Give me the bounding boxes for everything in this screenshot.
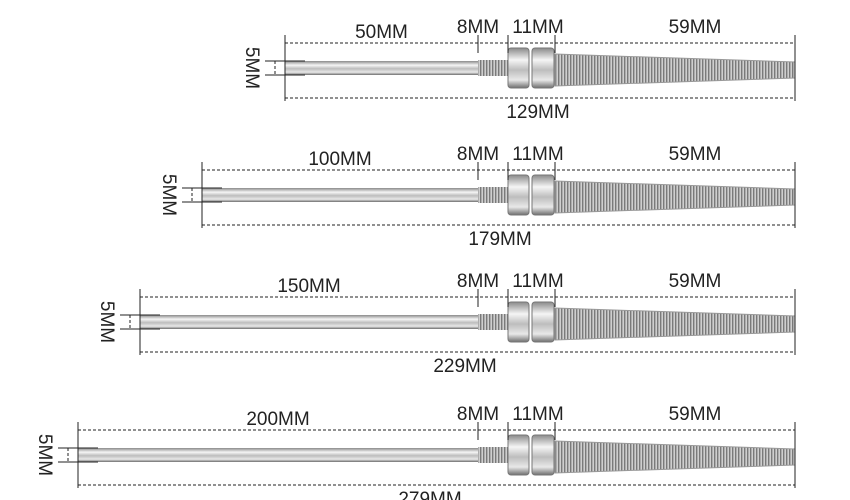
probe-row: 5MM 200MM 8MM 11MM 59MM 279MM <box>34 404 796 500</box>
spring-length-label: 59MM <box>669 404 722 425</box>
hex-nut <box>531 301 555 343</box>
thread-length-label: 8MM <box>457 144 499 165</box>
spring-sheath <box>554 180 796 214</box>
thread <box>478 314 508 330</box>
diameter-label: 5MM <box>34 434 55 476</box>
total-length-label: 129MM <box>506 102 569 123</box>
thread-length-label: 8MM <box>457 271 499 292</box>
hex-nut <box>531 434 555 476</box>
total-length-label: 179MM <box>468 229 531 250</box>
hex-nut <box>507 47 530 89</box>
thread <box>478 447 508 463</box>
hex-nut <box>507 434 530 476</box>
spring-length-label: 59MM <box>669 144 722 165</box>
thread-length-label: 8MM <box>457 404 499 425</box>
total-length-label: 279MM <box>398 489 461 500</box>
total-length-label: 229MM <box>433 356 496 377</box>
nut-length-label: 11MM <box>512 271 563 292</box>
hex-nut <box>531 174 555 216</box>
probe-row: 5MM 150MM 8MM 11MM 59MM 229MM <box>96 271 796 377</box>
spring-sheath <box>554 307 796 341</box>
thread <box>478 187 508 203</box>
thread-length-label: 8MM <box>457 17 499 38</box>
probe-row: 5MM 100MM 8MM 11MM 59MM 179MM <box>158 144 796 250</box>
diameter-label: 5MM <box>241 47 262 89</box>
probe-length-label: 150MM <box>277 276 340 297</box>
nut-length-label: 11MM <box>512 144 563 165</box>
probe-length-label: 50MM <box>355 22 408 43</box>
probe-rod <box>285 61 478 75</box>
probe-rod <box>202 188 478 202</box>
probe-row: 5MM 50MM 8MM 11MM 59MM 129MM <box>241 17 796 123</box>
spring-length-label: 59MM <box>669 271 722 292</box>
probe-rod <box>140 315 478 329</box>
hex-nut <box>507 174 530 216</box>
spring-sheath <box>554 440 796 474</box>
probe-length-label: 200MM <box>246 409 309 430</box>
spring-sheath <box>554 53 796 87</box>
thread <box>478 60 508 76</box>
probe-rod <box>78 448 478 462</box>
hex-nut <box>531 47 555 89</box>
nut-length-label: 11MM <box>512 404 563 425</box>
diameter-label: 5MM <box>96 301 117 343</box>
spring-length-label: 59MM <box>669 17 722 38</box>
diameter-label: 5MM <box>158 174 179 216</box>
nut-length-label: 11MM <box>512 17 563 38</box>
hex-nut <box>507 301 530 343</box>
probe-length-label: 100MM <box>308 149 371 170</box>
